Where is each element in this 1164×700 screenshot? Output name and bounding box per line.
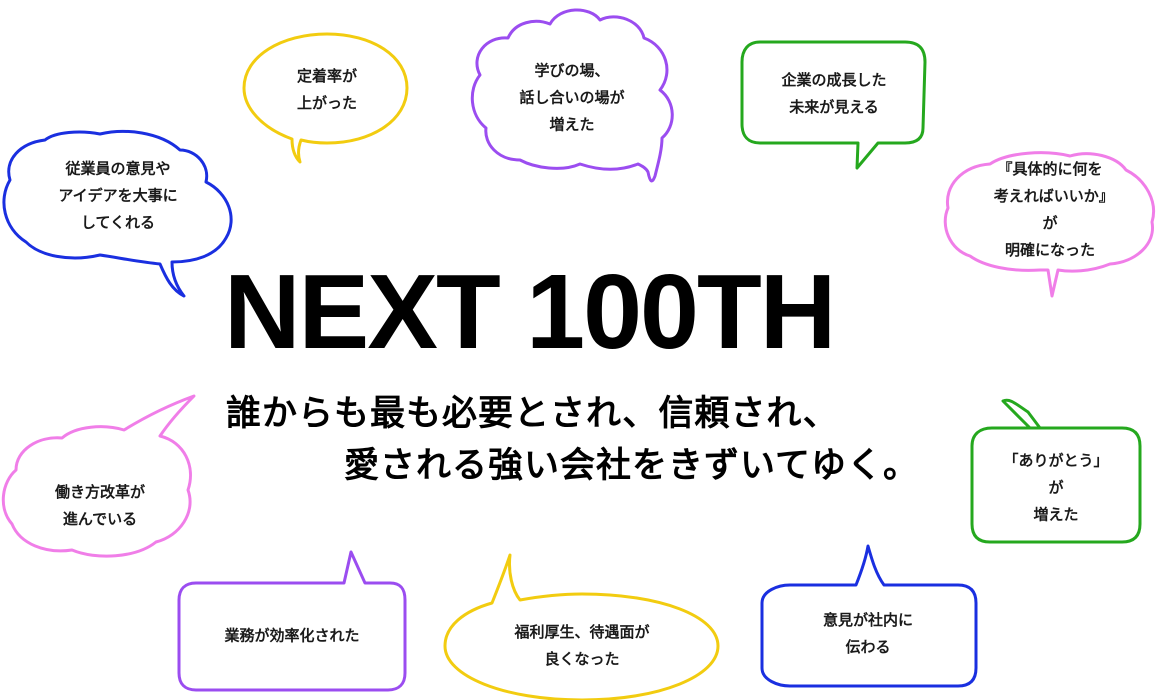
bubble-thanks-outline (970, 398, 1142, 544)
tagline-line-2: 愛される強い会社をきずいてゆく。 (344, 446, 919, 486)
bubble-voice-outline (760, 544, 978, 688)
bubble-suggestions-text: 従業員の意見や アイデアを大事に してくれる (58, 159, 178, 232)
bubble-learning-outline (470, 8, 674, 183)
headline: NEXT 100TH (224, 253, 836, 371)
bubble-reform-outline (1, 394, 196, 558)
bubble-reform-text: 働き方改革が 進んでいる (54, 483, 146, 528)
bubble-thanks-text: 「ありがとう」が 増えた (1003, 451, 1109, 524)
bubble-future-outline (740, 40, 927, 170)
bubble-efficiency-outline (177, 550, 407, 692)
tagline-line-1: 誰からも最も必要とされ、信頼され、 (226, 394, 839, 434)
bubble-suggestions-outline (2, 129, 233, 298)
bubble-learning-text: 学びの場、 話し合いの場が 増えた (519, 61, 625, 134)
bubble-clarity-text: 『具体的に何を 考えればいいか』が 明確になった (993, 160, 1107, 259)
bubble-voice-text: 意見が社内に 伝わる (822, 611, 914, 656)
bubble-welfare-text: 福利厚生、待遇面が 良くなった (514, 623, 650, 668)
bubble-efficiency-text: 業務が効率化された (224, 626, 360, 645)
bubble-future-text: 企業の成長した 未来が見える (781, 71, 887, 116)
bubble-retention-outline (242, 32, 409, 164)
bubble-retention-text: 定着率が 上がった (296, 67, 358, 112)
bubble-welfare-outline (443, 553, 720, 700)
bubble-clarity-outline (943, 151, 1155, 298)
